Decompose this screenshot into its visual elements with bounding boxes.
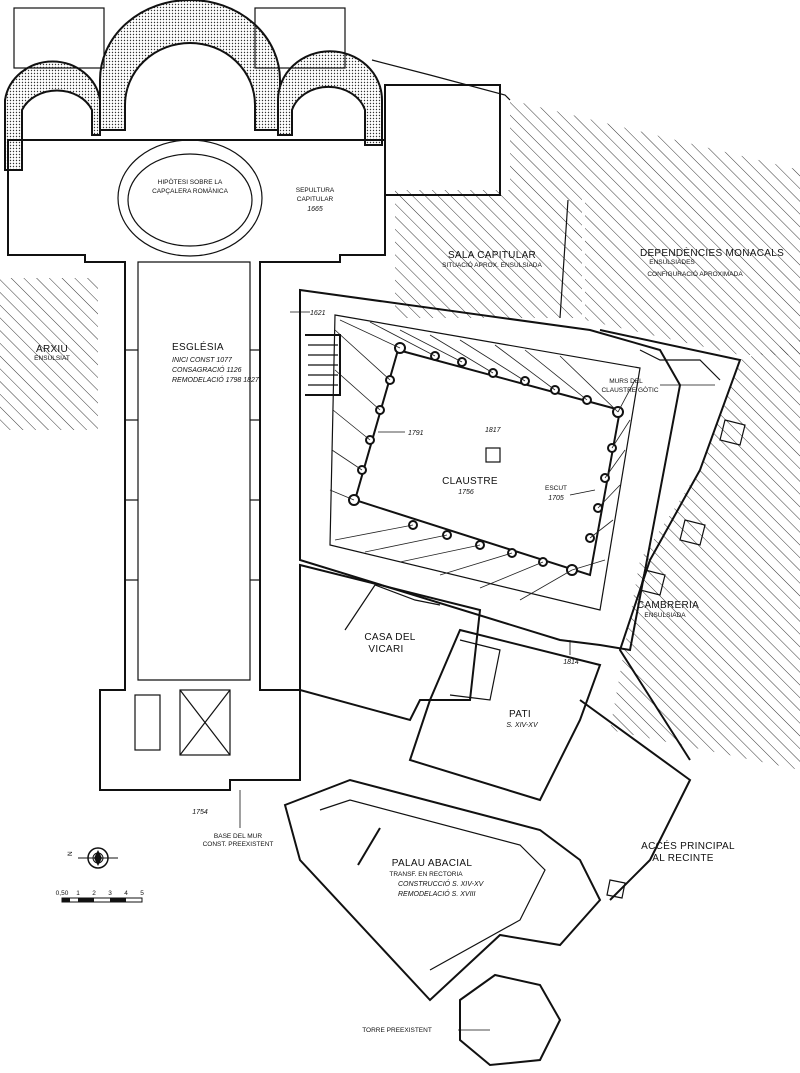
pati-sub: S. XIV-XV bbox=[506, 722, 539, 729]
dependencies-sub-2: CONFIGURACIÓ APROXIMADA bbox=[647, 269, 743, 278]
dependencies-sub-1: ENSULSIADES bbox=[649, 259, 695, 266]
stair-block bbox=[134, 694, 161, 751]
outer-east-wall bbox=[599, 329, 742, 761]
palau-sub: TRANSF. EN RECTORIA bbox=[389, 871, 463, 878]
esglesia-line-2: CONSAGRACIÓ 1126 bbox=[172, 365, 242, 374]
tower-base bbox=[179, 689, 231, 756]
torre-label: TORRE PREEXISTENT bbox=[362, 1027, 432, 1034]
arxiu-label: ARXIU bbox=[36, 344, 68, 355]
cloister-garth bbox=[353, 348, 622, 577]
year-1791: 1791 bbox=[408, 430, 424, 437]
north-letter: N bbox=[67, 851, 74, 856]
sala-cap-divider bbox=[559, 199, 569, 319]
east-pier bbox=[719, 419, 746, 446]
sala-capitular-label: SALA CAPITULAR bbox=[448, 250, 536, 261]
sala-capitular-hatch bbox=[395, 190, 582, 318]
scale-tick-0: 0,50 bbox=[56, 890, 69, 897]
esglesia-line-1: INICI CONST 1077 bbox=[172, 357, 233, 364]
acces-label-1: ACCÉS PRINCIPAL bbox=[641, 839, 735, 852]
torre-preexistent bbox=[459, 973, 562, 1067]
hipotesi-label-1: HIPÒTESI SOBRE LA bbox=[158, 177, 223, 186]
plan-labels: HIPÒTESI SOBRE LA CAPÇALERA ROMÀNICA SEP… bbox=[34, 177, 784, 1034]
casa-vicari-label-1: CASA DEL bbox=[364, 632, 415, 643]
murs-label-1: MURS DEL bbox=[609, 378, 643, 385]
casa-vicari-label-2: VICARI bbox=[368, 644, 403, 655]
esglesia-line-3: REMODELACIÓ 1798 1827 bbox=[172, 375, 260, 384]
esglesia-label: ESGLÉSIA bbox=[172, 340, 224, 353]
year-1814: 1814 bbox=[563, 659, 579, 666]
north-arrow-icon: N bbox=[67, 847, 118, 869]
scale-bar: 0,50 1 2 3 4 5 bbox=[56, 890, 144, 903]
cloister-vaults bbox=[329, 319, 636, 601]
acces-label-2: AL RECINTE bbox=[652, 853, 714, 864]
transept-outline bbox=[7, 139, 386, 791]
pati-stair bbox=[449, 639, 501, 701]
sepultura-label-2: CAPITULAR bbox=[297, 196, 334, 203]
scale-tick-5: 5 bbox=[140, 890, 144, 897]
leader-escut bbox=[569, 489, 596, 496]
escut-label: ESCUT bbox=[545, 485, 567, 492]
cambreria-sub: ENSULSIADA bbox=[644, 612, 686, 619]
left-apse bbox=[4, 60, 101, 171]
year-1754: 1754 bbox=[192, 809, 208, 816]
year-1621: 1621 bbox=[310, 310, 326, 317]
scale-tick-3: 3 bbox=[108, 890, 112, 897]
murs-label-2: CLAUSTRE GÒTIC bbox=[601, 385, 658, 394]
casa-vicari bbox=[299, 563, 482, 722]
chapter-buildings bbox=[371, 59, 569, 319]
vicari-inner-walls bbox=[344, 584, 441, 631]
sepultura-label-1: SEPULTURA bbox=[296, 187, 335, 194]
hipotesi-label-2: CAPÇALERA ROMÀNICA bbox=[152, 186, 229, 195]
base-mur-label-2: CONST. PREEXISTENT bbox=[203, 841, 274, 848]
palau-abacial bbox=[283, 778, 602, 1002]
main-apse bbox=[99, 0, 281, 131]
base-mur-label-1: BASE DEL MUR bbox=[214, 833, 262, 840]
scale-tick-1: 1 bbox=[76, 890, 80, 897]
romanesque-apse bbox=[4, 0, 383, 257]
right-apse bbox=[277, 50, 383, 146]
hypothetical-apse-inner bbox=[127, 153, 253, 247]
arxiu-hatch bbox=[0, 278, 98, 430]
arxiu-sub: ENSULSIAT bbox=[34, 355, 70, 362]
southern-buildings bbox=[283, 329, 746, 1067]
north-wall-block-left bbox=[13, 7, 105, 69]
palau-line-1: CONSTRUCCIÓ S. XIV-XV bbox=[398, 879, 485, 888]
claustre-year: 1756 bbox=[458, 489, 474, 496]
cambreria-hatch bbox=[610, 340, 800, 770]
scale-tick-2: 2 bbox=[92, 890, 96, 897]
claustre-label: CLAUSTRE bbox=[442, 476, 498, 487]
north-wall-block-right bbox=[254, 7, 346, 69]
cloister-gallery bbox=[329, 314, 641, 611]
scale-tick-4: 4 bbox=[124, 890, 128, 897]
palau-inner bbox=[319, 799, 546, 971]
palau-line-2: REMODELACIÓ S. XVIII bbox=[398, 889, 475, 898]
pati-label: PATI bbox=[509, 709, 531, 720]
upper-boundary-line bbox=[371, 59, 511, 101]
year-1817: 1817 bbox=[485, 427, 502, 434]
escut-year: 1705 bbox=[548, 495, 564, 502]
access-wall bbox=[579, 699, 692, 901]
palau-label: PALAU ABACIAL bbox=[392, 858, 473, 869]
palau-partition bbox=[357, 827, 381, 866]
gothic-wall-line bbox=[639, 349, 721, 381]
dependencies-label: DEPENDÈNCIES MONACALS bbox=[640, 246, 784, 259]
hypothetical-apse-ellipse bbox=[117, 139, 263, 257]
cloister-stair bbox=[305, 334, 341, 396]
sala-capitular-box bbox=[384, 84, 501, 196]
cambreria-label: CAMBRERIA bbox=[637, 600, 699, 611]
east-pier bbox=[679, 519, 706, 546]
sepultura-label-3: 1665 bbox=[307, 206, 323, 213]
nave-inner bbox=[137, 261, 251, 681]
fountain-mark bbox=[485, 447, 501, 463]
dependencies-hatch bbox=[510, 100, 800, 355]
church bbox=[7, 139, 386, 791]
east-pier bbox=[639, 569, 666, 596]
tower-diag-2 bbox=[179, 689, 231, 756]
pati bbox=[408, 628, 602, 802]
east-pier bbox=[606, 879, 626, 899]
hatched-areas bbox=[0, 100, 800, 770]
sala-capitular-sub: SITUACIÓ APROX. ENSULSIADA bbox=[442, 260, 542, 269]
